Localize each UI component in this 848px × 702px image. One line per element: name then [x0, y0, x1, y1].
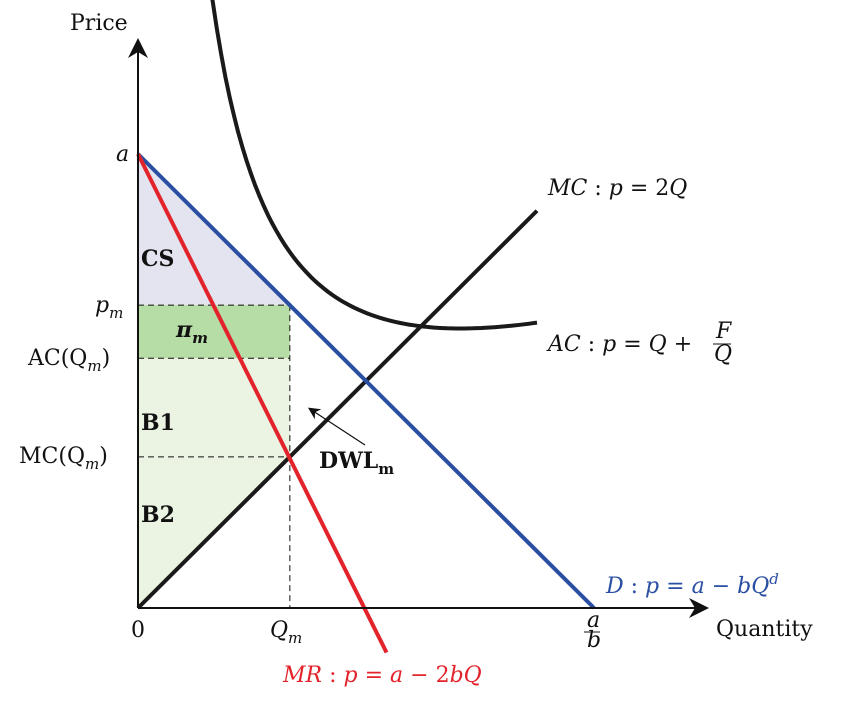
label-demand: D : p = a − bQd [605, 570, 779, 599]
mc-curve [136, 209, 539, 610]
dwl-pointer-arrow [307, 407, 366, 446]
svg-text:F: F [715, 319, 732, 344]
tick-a: a [116, 142, 129, 167]
svg-text:b: b [587, 628, 601, 653]
ac-curve [210, 0, 538, 331]
region-label-b1: B1 [141, 410, 175, 436]
region-label-dwl: DWLm [319, 448, 394, 478]
origin-label: 0 [131, 618, 145, 643]
tick-ac-qm: AC(Qm) [27, 346, 110, 375]
tick-qm: Qm [270, 618, 302, 647]
tick-a-over-b: a b [584, 608, 601, 653]
svg-text:a: a [587, 608, 600, 633]
label-ac: AC : p = Q + F Q [546, 319, 732, 367]
label-mc: MC : p = 2Q [547, 176, 687, 201]
tick-mc-qm: MC(Qm) [19, 444, 108, 473]
tick-pm: pm [95, 293, 123, 322]
label-mr: MR : p = a − 2bQ [282, 663, 482, 688]
axis-title-price: Price [70, 11, 128, 36]
svg-text:AC : p = Q +: AC : p = Q + [546, 332, 692, 357]
demand-curve [136, 152, 596, 610]
region-profit [138, 305, 290, 359]
region-label-b2: B2 [141, 502, 175, 528]
region-b1-b2 [138, 358, 290, 608]
svg-text:Q: Q [714, 342, 732, 367]
axis-title-quantity: Quantity [716, 617, 813, 642]
region-label-cs: CS [141, 246, 174, 272]
mr-curve [136, 153, 389, 654]
